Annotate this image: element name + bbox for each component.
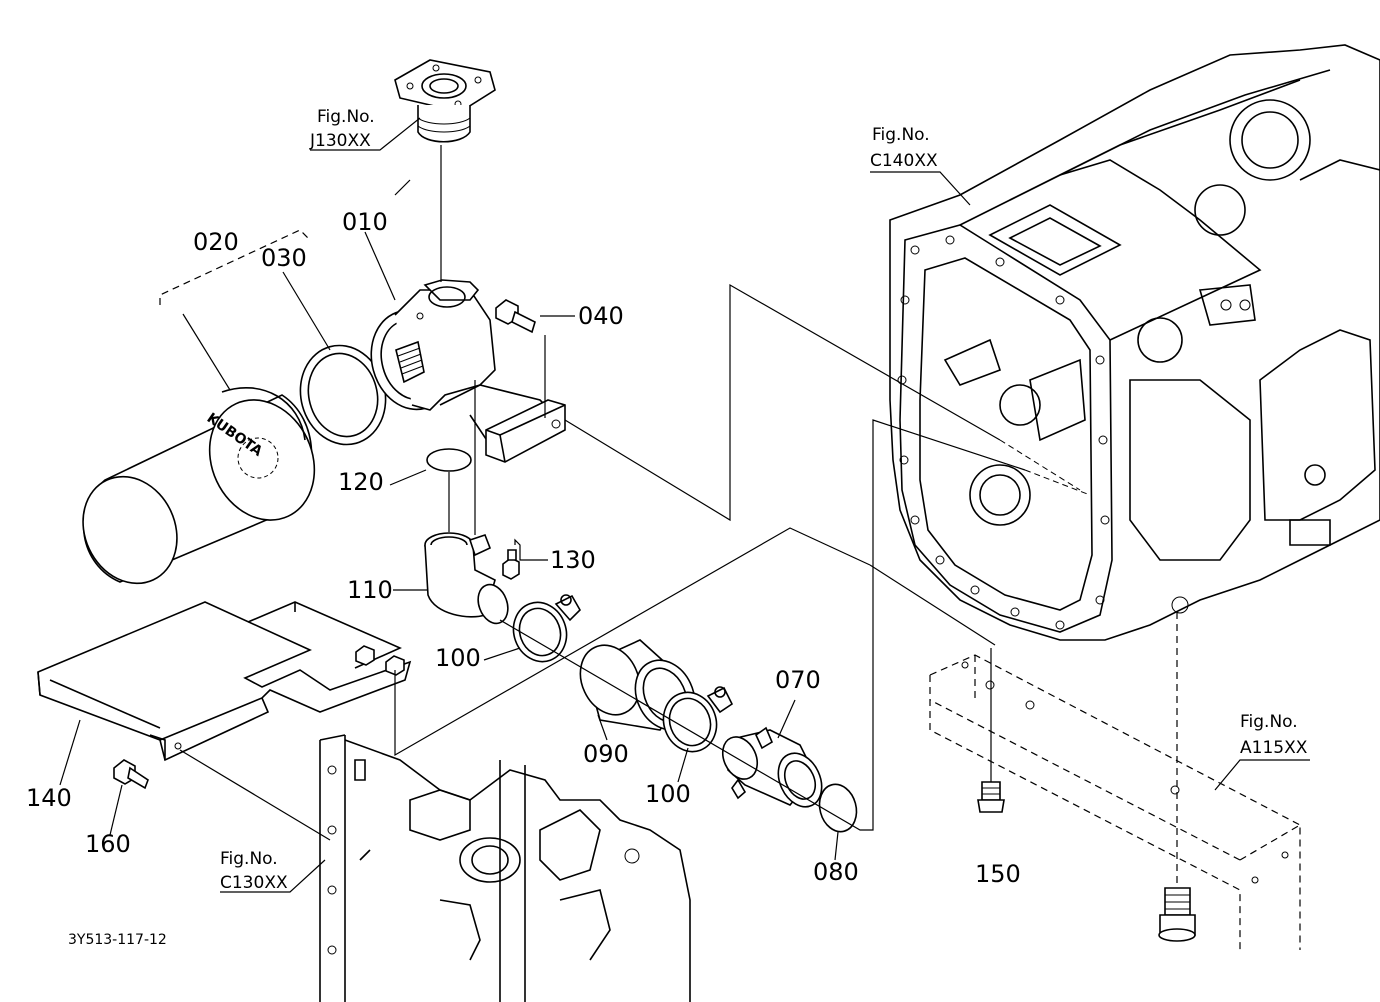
transmission-housing: [889, 44, 1380, 641]
callout-100-a: 100: [435, 644, 481, 672]
callout-070: 070: [775, 666, 821, 694]
fig-ref-a115-code: A115XX: [1240, 738, 1308, 758]
bolt-160: [113, 759, 149, 790]
gasket-030: [299, 344, 387, 446]
fig-ref-j130-code: J130XX: [309, 131, 371, 151]
callout-140: 140: [26, 784, 72, 812]
o-ring-080: [818, 783, 858, 833]
callout-010: 010: [342, 208, 388, 236]
flange-j130: [394, 59, 496, 143]
callout-080: 080: [813, 858, 859, 886]
callout-040: 040: [578, 302, 624, 330]
callout-090: 090: [583, 740, 629, 768]
o-ring-120: [426, 448, 472, 472]
oil-filter: KUBOTA: [82, 387, 316, 585]
fig-ref-c140-title: Fig.No.: [872, 125, 930, 145]
screw-130: [502, 549, 520, 580]
fig-ref-a115-title: Fig.No.: [1240, 712, 1298, 732]
fig-ref-c140-code: C140XX: [870, 151, 938, 171]
front-housing: [319, 734, 691, 1002]
figure-references: Fig.No. J130XX Fig.No. C140XX Fig.No. A1…: [220, 107, 1308, 893]
long-bolt: [1158, 887, 1196, 942]
callout-130: 130: [550, 546, 596, 574]
filter-bracket: [370, 279, 566, 463]
fig-ref-c130-title: Fig.No.: [220, 849, 278, 869]
pipe-070: [721, 726, 823, 808]
heat-shield: [37, 601, 412, 762]
callout-030: 030: [261, 244, 307, 272]
clamp-100-a: [512, 594, 581, 663]
bolt-150: [977, 781, 1005, 813]
callout-150: 150: [975, 860, 1021, 888]
fig-ref-c130-code: C130XX: [220, 873, 288, 893]
frame-beam: [929, 654, 1301, 950]
callout-labels: 010 020 030 040 070 080 090 100 100 110 …: [26, 208, 1021, 888]
clamp-100-b: [662, 686, 734, 753]
callout-160: 160: [85, 830, 131, 858]
callout-020: 020: [193, 228, 239, 256]
callout-120: 120: [338, 468, 384, 496]
fig-ref-j130-title: Fig.No.: [317, 107, 375, 127]
bolt-040: [495, 299, 536, 334]
elbow-110: [424, 532, 509, 625]
drawing-code: 3Y513-117-12: [68, 932, 167, 948]
leader-lines: [59, 117, 1310, 893]
callout-100-b: 100: [645, 780, 691, 808]
callout-110: 110: [347, 576, 393, 604]
